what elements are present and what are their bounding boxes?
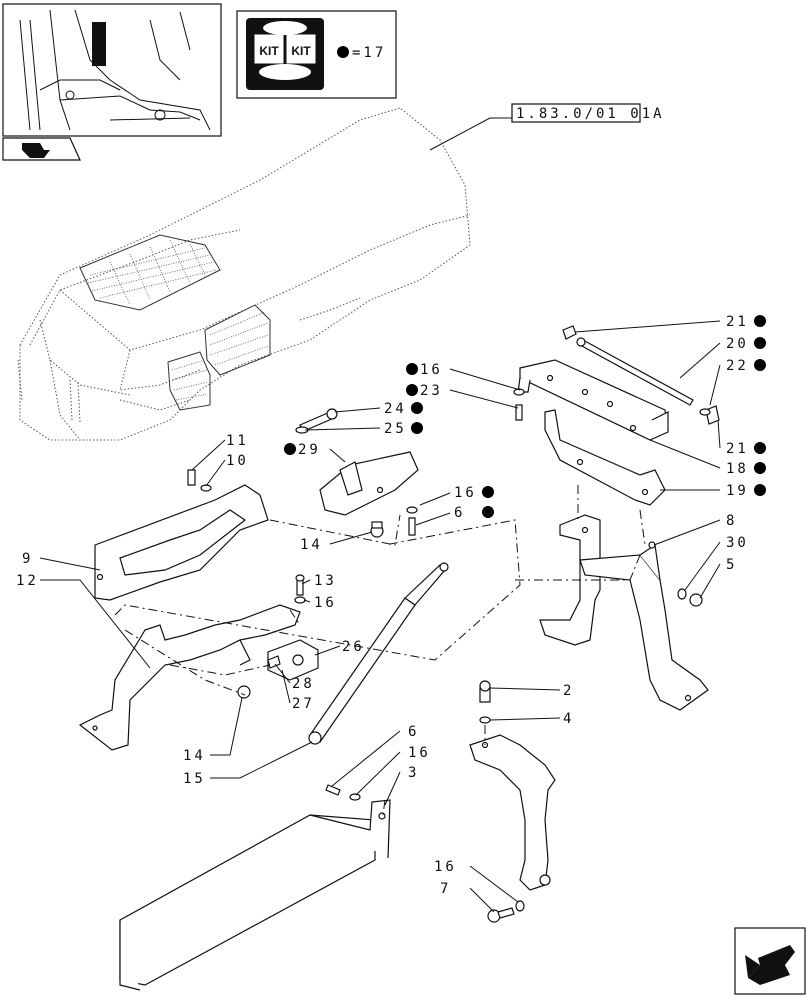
reference-code-label: 1.83.0/01 01A xyxy=(516,106,665,122)
label-20: 20 xyxy=(726,336,749,352)
label-23: 23 xyxy=(420,383,443,399)
kit-bullet-icon xyxy=(406,384,418,396)
ball-stud-14-upper[interactable] xyxy=(370,521,384,538)
label-16-left: 16 xyxy=(314,595,337,611)
label-22: 22 xyxy=(726,358,749,374)
washer-16-bottom[interactable] xyxy=(515,900,525,912)
label-5: 5 xyxy=(726,557,737,573)
rod-20[interactable] xyxy=(576,337,694,406)
washer-16-left[interactable] xyxy=(294,596,306,604)
kit-badge-right: KIT xyxy=(291,44,311,58)
kit-bullet-icon xyxy=(754,462,766,474)
bolt-5[interactable] xyxy=(689,593,703,607)
washer-30[interactable] xyxy=(677,588,687,600)
label-4: 4 xyxy=(563,711,574,727)
washer-16-lower[interactable] xyxy=(349,793,361,801)
kit-bullet-icon xyxy=(754,484,766,496)
thumbnail-panel[interactable] xyxy=(2,3,222,137)
label-24: 24 xyxy=(384,401,407,417)
screw-6-upper[interactable] xyxy=(406,506,418,536)
label-7: 7 xyxy=(440,881,451,897)
cab-roof-reference xyxy=(17,107,471,441)
kit-bullet-icon xyxy=(754,315,766,327)
kit-bullet-icon xyxy=(337,46,349,58)
label-21-top: 21 xyxy=(726,314,749,330)
label-19: 19 xyxy=(726,483,749,499)
label-14-lower: 14 xyxy=(183,748,206,764)
kit-bullet-icon xyxy=(482,486,494,498)
kit-bullet-icon xyxy=(482,506,494,518)
label-25: 25 xyxy=(384,421,407,437)
label-9: 9 xyxy=(22,551,33,567)
screw-6-lower[interactable] xyxy=(325,784,341,796)
part-labels: 21 20 22 21 18 19 16 23 24 25 29 11 10 1… xyxy=(16,314,749,897)
kit-bullet-icon xyxy=(284,443,296,455)
washer-16-upper[interactable] xyxy=(513,388,525,396)
label-16-upper: 16 xyxy=(420,362,443,378)
kit-bullet-icon xyxy=(411,422,423,434)
kit-bullet-icon xyxy=(754,337,766,349)
bracket-4[interactable] xyxy=(469,734,556,891)
label-21-bottom: 21 xyxy=(726,441,749,457)
screw-23[interactable] xyxy=(515,404,523,421)
label-6-upper: 6 xyxy=(454,505,465,521)
label-13: 13 xyxy=(314,573,337,589)
label-16-bottom: 16 xyxy=(434,859,457,875)
previous-page-arrow-icon[interactable] xyxy=(2,137,81,161)
tractor-cab-thumbnail-icon xyxy=(19,9,211,131)
ball-stud-14-lower[interactable] xyxy=(237,685,251,699)
label-18: 18 xyxy=(726,461,749,477)
bracket-18[interactable] xyxy=(517,359,669,441)
kit-quantity-label: =17 xyxy=(352,45,386,61)
screw-11[interactable] xyxy=(187,469,196,486)
label-6-lower: 6 xyxy=(408,724,419,740)
bolt-7[interactable] xyxy=(487,907,515,923)
washer-2[interactable] xyxy=(479,716,491,724)
kit-bullet-icon xyxy=(406,363,418,375)
next-page-arrow-icon[interactable] xyxy=(734,927,806,995)
label-11: 11 xyxy=(226,433,249,449)
label-3: 3 xyxy=(408,765,419,781)
assembly-lines xyxy=(114,485,646,816)
label-8: 8 xyxy=(726,513,737,529)
side-grille xyxy=(167,304,271,411)
support-frame-8[interactable] xyxy=(539,514,709,711)
plate-26[interactable] xyxy=(267,639,319,681)
kit-bullet-icon xyxy=(754,442,766,454)
kit-bullets xyxy=(284,315,766,518)
label-27: 27 xyxy=(292,696,315,712)
kit-bullet-icon xyxy=(411,402,423,414)
kit-legend: KIT KIT =17 xyxy=(236,10,397,99)
kit-box-icon: KIT KIT xyxy=(246,18,324,90)
kit-bullet-icon xyxy=(754,359,766,371)
roof-grille xyxy=(79,234,221,311)
label-10: 10 xyxy=(226,453,249,469)
bracket-plate-9[interactable] xyxy=(94,484,269,601)
reference-code[interactable]: 1.83.0/01 01A xyxy=(429,103,665,151)
label-29: 29 xyxy=(298,442,321,458)
plate-29[interactable] xyxy=(319,451,419,516)
kit-badge-left: KIT xyxy=(259,44,279,58)
label-26: 26 xyxy=(342,639,365,655)
bolt-2[interactable] xyxy=(479,680,491,703)
bolt-13[interactable] xyxy=(295,574,305,596)
label-2: 2 xyxy=(563,683,574,699)
leader-lines xyxy=(39,320,721,913)
label-15: 15 xyxy=(183,771,206,787)
label-16-middle: 16 xyxy=(454,485,477,501)
label-28: 28 xyxy=(292,676,315,692)
tray-3[interactable] xyxy=(119,799,391,991)
support-rail-12[interactable] xyxy=(78,604,301,751)
clip-21-top[interactable] xyxy=(562,325,577,340)
label-30: 30 xyxy=(726,535,749,551)
washer-10[interactable] xyxy=(200,484,212,492)
washer-22[interactable] xyxy=(699,408,711,416)
gas-spring-15[interactable] xyxy=(308,562,449,745)
label-14-upper: 14 xyxy=(300,537,323,553)
label-16-lower: 16 xyxy=(408,745,431,761)
label-12: 12 xyxy=(16,573,39,589)
